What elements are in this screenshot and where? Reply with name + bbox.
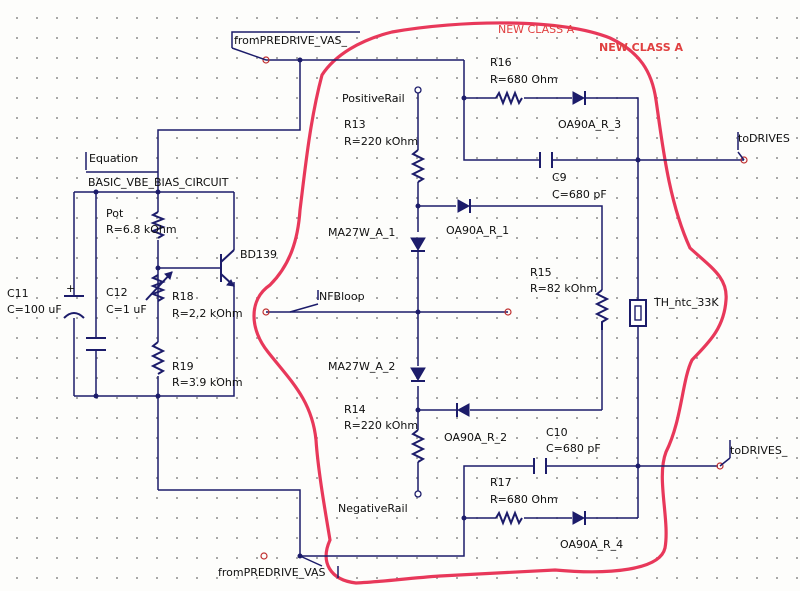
oa90a-r-4-diode bbox=[572, 511, 586, 525]
r15-value: R=82 kOhm bbox=[530, 282, 597, 295]
oa90a-r-2-name: OA90A_R_2 bbox=[444, 431, 507, 444]
to-drives-top-label: toDRIVES bbox=[738, 132, 790, 145]
c11-plus-sign: + bbox=[66, 282, 75, 295]
equation-name: BASIC_VBE_BIAS_CIRCUIT bbox=[88, 176, 229, 189]
r16-value: R=680 Ohm bbox=[490, 73, 558, 86]
r17-name: R17 bbox=[490, 476, 512, 489]
c11-capacitor bbox=[63, 295, 85, 319]
oa90a-r-3-name: OA90A_R_3 bbox=[558, 118, 621, 131]
r18-value: R=2.2 kOhm bbox=[172, 307, 243, 320]
negative-rail-label: NegativeRail bbox=[338, 502, 408, 515]
to-drives-top-port bbox=[740, 156, 748, 164]
pot-value: R=6.8 kOhm bbox=[106, 223, 177, 236]
annotation-small: NEW CLASS A bbox=[498, 23, 575, 36]
c12-name: C12 bbox=[106, 286, 128, 299]
r15-resistor bbox=[594, 289, 610, 330]
c11-name: C11 bbox=[7, 287, 29, 300]
nfb-bracket bbox=[289, 290, 319, 313]
c12-value: C=1 uF bbox=[106, 303, 147, 316]
bd139-name: BD139 bbox=[240, 248, 277, 261]
pot-arrow-head bbox=[164, 271, 173, 280]
nfb-port-left bbox=[262, 308, 270, 316]
ma27w-a-2-diode bbox=[410, 367, 426, 381]
negative-rail-pin[interactable] bbox=[414, 490, 422, 498]
annotation-big: NEW CLASS A bbox=[599, 41, 683, 54]
th-ntc-33k-name: TH_ntc_33K bbox=[653, 296, 719, 309]
c10-capacitor bbox=[533, 458, 547, 474]
class-a-outline bbox=[252, 21, 728, 585]
from-vas-bottom-bracket bbox=[299, 555, 339, 578]
r13-value: R=220 kOhm bbox=[344, 135, 418, 148]
from-vas-top-bracket bbox=[231, 31, 360, 61]
r16-resistor bbox=[495, 90, 523, 106]
bd139-emitter-arrow bbox=[226, 279, 235, 287]
r19-resistor bbox=[150, 341, 166, 375]
oa90a-r-2-diode bbox=[456, 403, 470, 417]
to-drives-bottom-label: toDRIVES_ bbox=[730, 444, 788, 457]
r19-value: R=3.9 kOhm bbox=[172, 376, 243, 389]
c10-value: C=680 pF bbox=[546, 442, 601, 455]
oa90a-r-1-name: OA90A_R_1 bbox=[446, 224, 509, 237]
th-ntc-33k-thermistor bbox=[629, 299, 647, 327]
from-vas-bottom-label: fromPREDRIVE_VAS bbox=[218, 566, 326, 579]
pot-name: Pot bbox=[106, 207, 124, 220]
r17-resistor bbox=[495, 510, 523, 526]
r18-name: R18 bbox=[172, 290, 194, 303]
r13-name: R13 bbox=[344, 118, 366, 131]
r14-value: R=220 kOhm bbox=[344, 419, 418, 432]
ma27w-a-2-name: MA27W_A_2 bbox=[328, 360, 395, 373]
c12-capacitor bbox=[86, 337, 106, 351]
r14-name: R14 bbox=[344, 403, 366, 416]
equation-bracket bbox=[85, 152, 158, 173]
oa90a-r-3-diode bbox=[572, 91, 586, 105]
c11-value: C=100 uF bbox=[7, 303, 62, 316]
from-vas-bottom-port bbox=[260, 552, 268, 560]
oa90a-r-4-name: OA90A_R_4 bbox=[560, 538, 623, 551]
c9-name: C9 bbox=[552, 171, 567, 184]
c9-value: C=680 pF bbox=[552, 188, 607, 201]
nfb-port-right bbox=[504, 308, 512, 316]
nfb-label: NFBloop bbox=[319, 290, 365, 303]
r14-resistor bbox=[410, 429, 426, 463]
r13-resistor bbox=[410, 149, 426, 183]
equation-label: Equation bbox=[89, 152, 138, 165]
to-drives-bottom-port bbox=[716, 462, 724, 470]
c10-name: C10 bbox=[546, 426, 568, 439]
r17-value: R=680 Ohm bbox=[490, 493, 558, 506]
pot-resistor bbox=[150, 211, 166, 239]
from-vas-top-label: fromPREDRIVE_VAS_ bbox=[234, 34, 347, 47]
positive-rail-pin[interactable] bbox=[414, 86, 422, 94]
to-drives-top-bracket bbox=[737, 132, 745, 161]
bd139-transistor bbox=[220, 249, 235, 287]
c9-capacitor bbox=[539, 152, 553, 168]
r15-name: R15 bbox=[530, 266, 552, 279]
r16-name: R16 bbox=[490, 56, 512, 69]
ma27w-a-1-name: MA27W_A_1 bbox=[328, 226, 395, 239]
positive-rail-label: PositiveRail bbox=[342, 92, 405, 105]
to-drives-bottom-bracket bbox=[719, 440, 731, 467]
from-vas-top-port bbox=[262, 56, 270, 64]
ma27w-a-1-diode bbox=[410, 237, 426, 251]
oa90a-r-1-diode bbox=[457, 199, 471, 213]
r19-name: R19 bbox=[172, 360, 194, 373]
